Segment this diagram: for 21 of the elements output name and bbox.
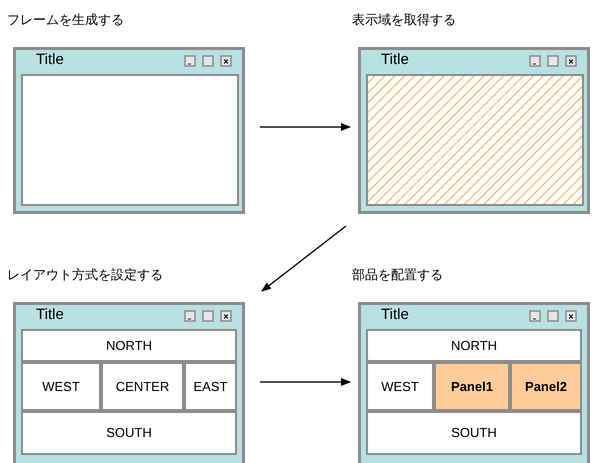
layout-region: SOUTH [21,411,237,455]
window-title: Title [381,50,409,70]
layout-region: NORTH [21,329,237,362]
arrow [260,378,351,386]
layout-region: WEST [21,362,101,411]
panel-cell: Panel1 [434,362,510,411]
layout-region: NORTH [366,329,582,362]
step-heading: フレームを生成する [7,11,124,29]
layout-region: EAST [184,362,237,411]
layout-region: WEST [366,362,434,411]
step-heading: 部品を配置する [352,266,443,284]
layout-region: CENTER [101,362,184,411]
window-title: Title [381,305,409,325]
window-title: Title [36,305,64,325]
layout-region: SOUTH [366,411,582,455]
step-heading: レイアウト方式を設定する [7,266,163,284]
arrow [260,123,351,131]
step-heading: 表示域を取得する [352,11,456,29]
window-title: Title [36,50,64,70]
arrow [261,225,346,292]
panel-cell: Panel2 [510,362,582,411]
